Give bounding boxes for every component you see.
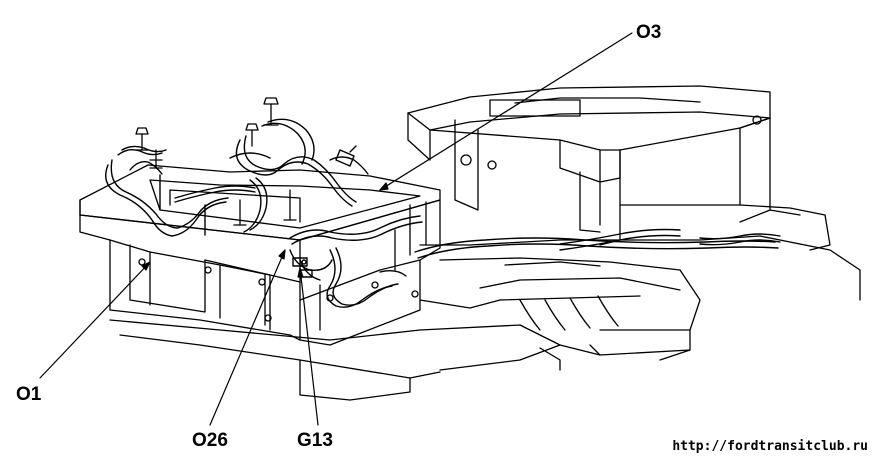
leader-o26 (209, 249, 286, 426)
arrowhead-o3 (379, 182, 389, 191)
arrowhead-g13 (297, 267, 304, 278)
leader-o1 (39, 261, 151, 379)
watermark-url: http://fordtransitclub.ru (672, 439, 868, 454)
floor-pan (109, 235, 861, 401)
harness-right (289, 215, 781, 308)
callout-o3: O3 (636, 22, 662, 43)
arrowhead-o1 (141, 261, 151, 271)
arrowhead-o26 (278, 249, 286, 260)
harness-center (229, 118, 369, 233)
rear-floor-structure (407, 85, 831, 251)
bolt-studs (135, 97, 297, 226)
callout-o1: O1 (16, 384, 42, 405)
leader-g13 (299, 267, 319, 426)
leader-o3 (379, 32, 633, 191)
callout-g13: G13 (297, 430, 333, 451)
leader-lines (39, 32, 633, 426)
callout-o26: O26 (192, 430, 228, 451)
